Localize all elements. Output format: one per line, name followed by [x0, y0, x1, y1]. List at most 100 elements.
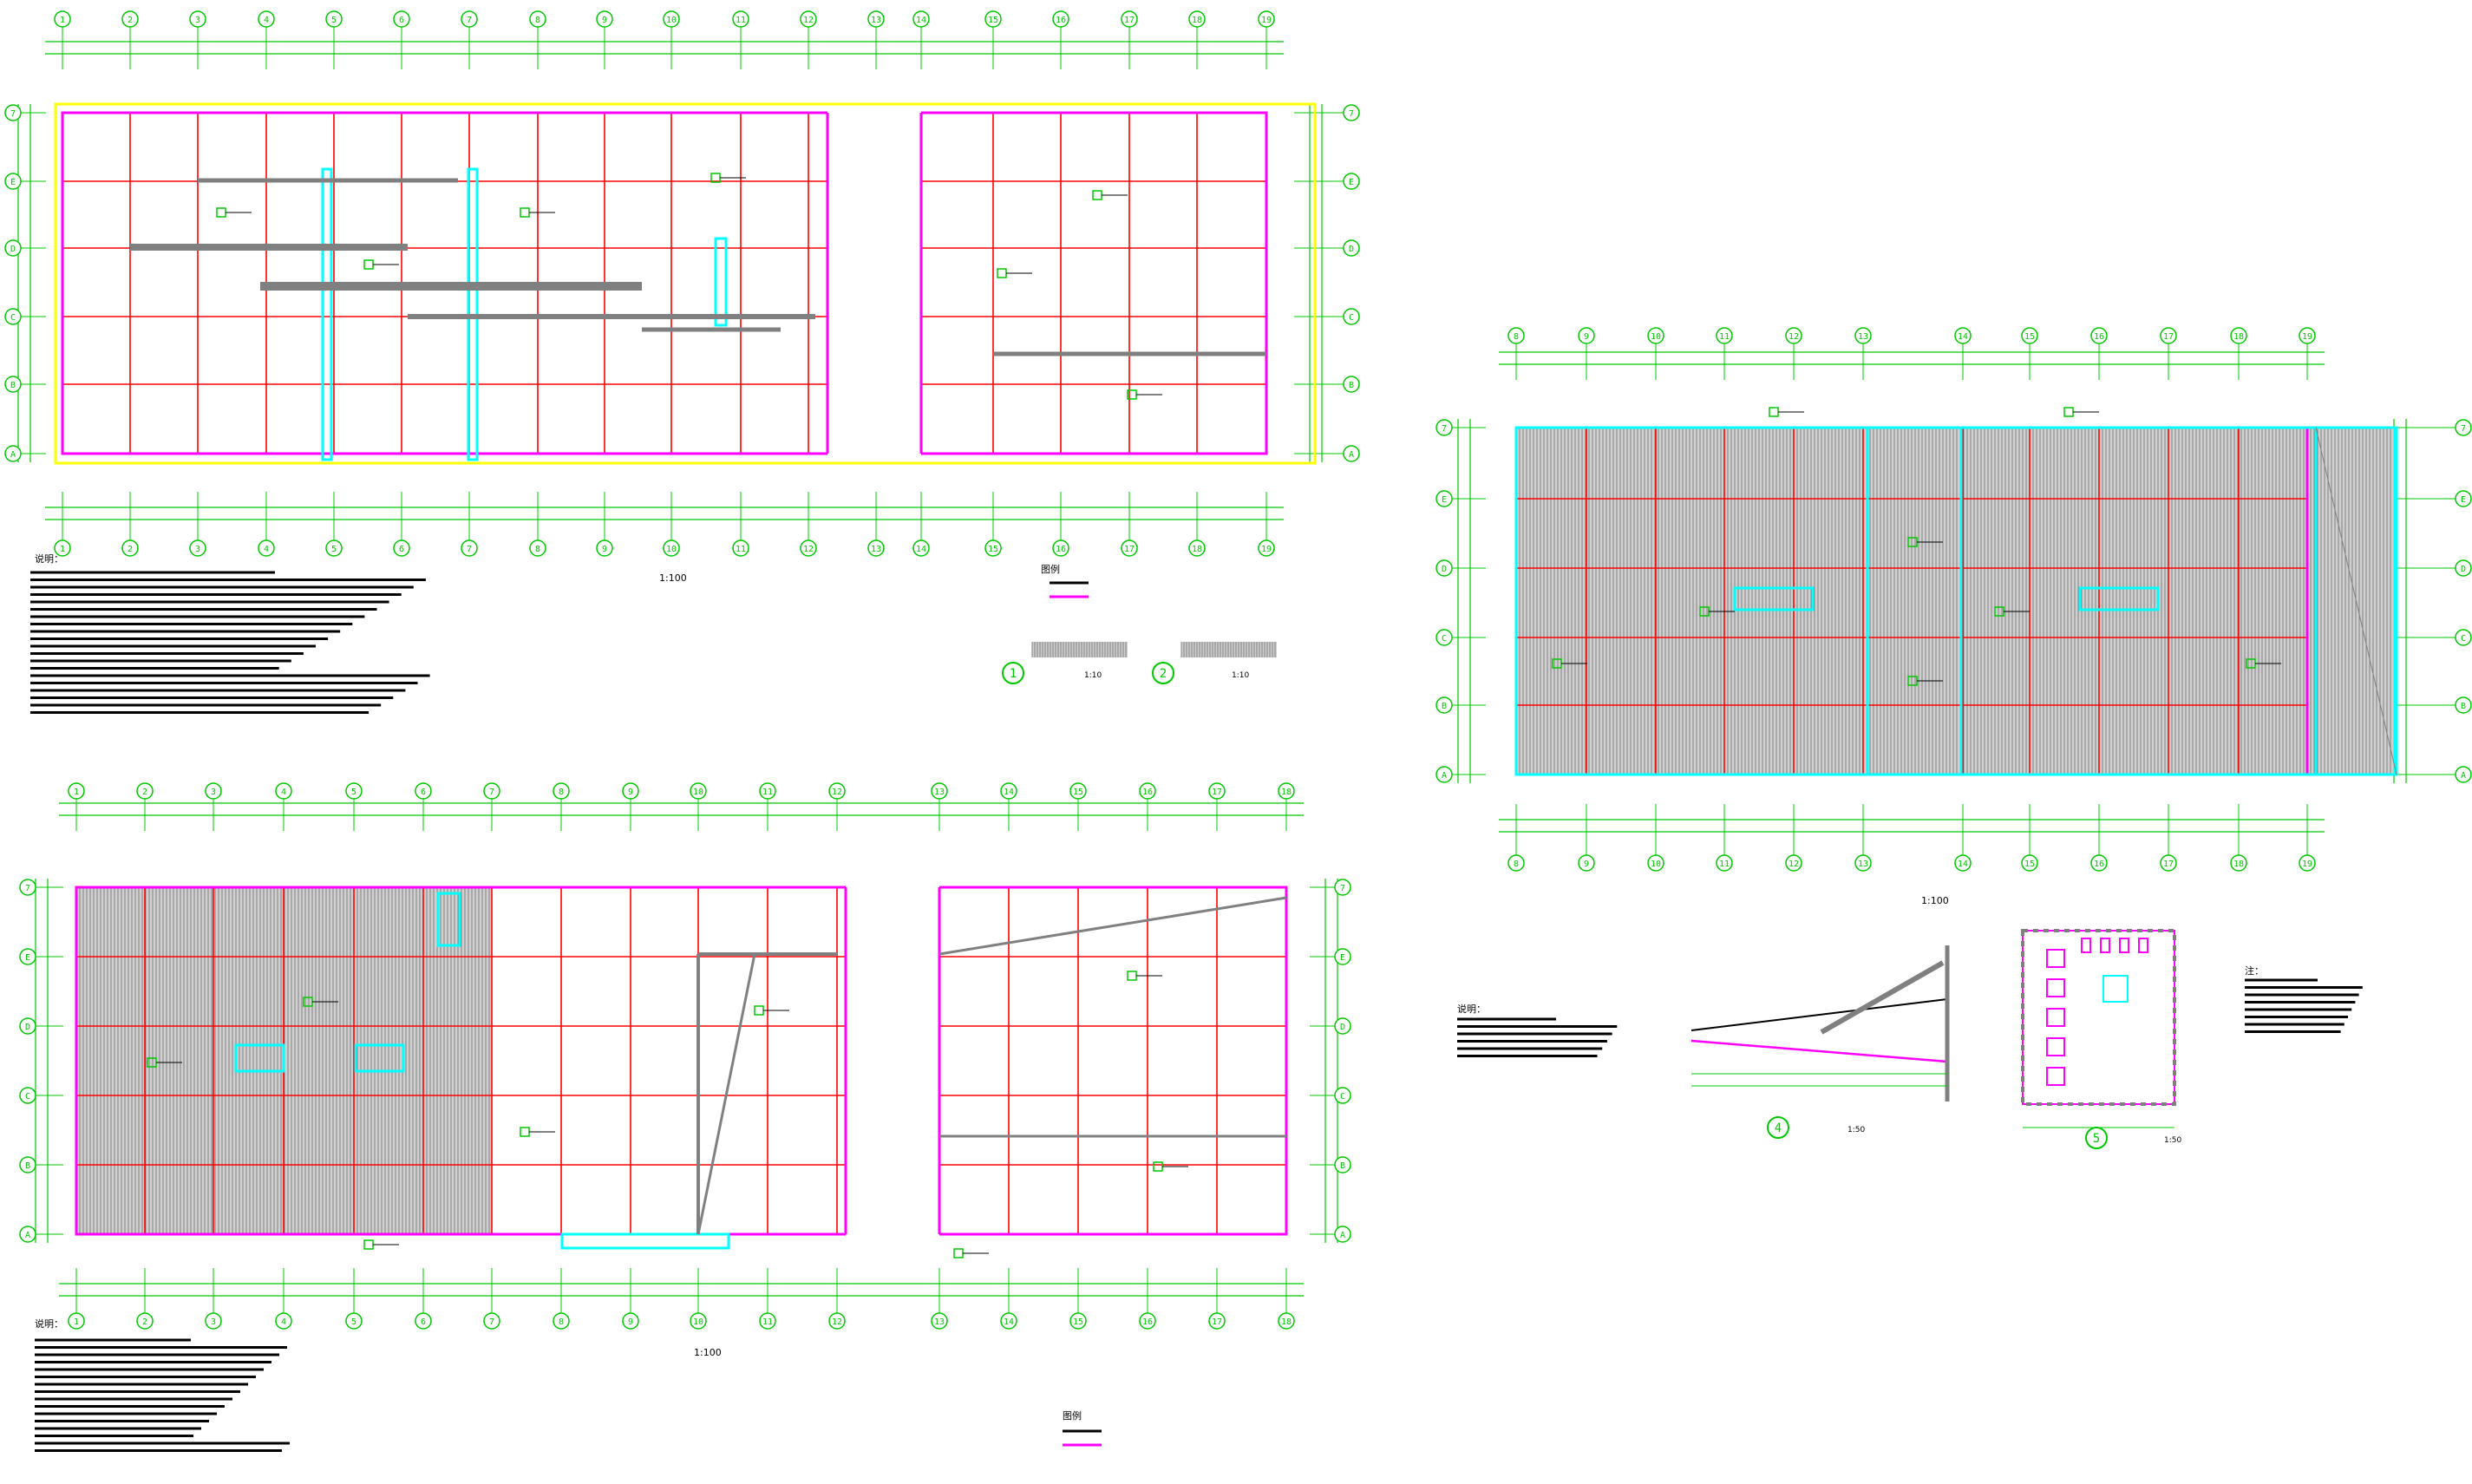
axis-bubble-circle — [828, 782, 846, 800]
axis-bubble-circle — [1854, 854, 1872, 872]
axis-bubble-label: 8 — [535, 16, 540, 25]
axis-bubble-circle — [483, 782, 500, 800]
axis-bubble-label: B — [1349, 381, 1354, 390]
detail5-notes-heading: 注： — [2245, 964, 2264, 977]
axis-bubble-circle — [1716, 854, 1733, 872]
axis-bubble-label: 2 — [142, 788, 147, 797]
axis-bubble-circle — [345, 782, 363, 800]
axis-bubble-circle — [828, 1312, 846, 1330]
axis-bubble-circle — [931, 782, 948, 800]
axis-bubble-circle — [2021, 327, 2038, 344]
axis-bubble-circle — [68, 782, 85, 800]
highlight-element — [354, 1043, 405, 1073]
fixture — [2100, 938, 2110, 953]
axis-bubble-label: 6 — [421, 788, 426, 797]
highlight-element — [436, 892, 461, 947]
axis-bubble-circle — [4, 239, 22, 257]
axis-bubble-circle — [800, 10, 817, 28]
axis-bubble-circle — [54, 10, 71, 28]
equipment-line — [2315, 427, 2397, 775]
axis-bubble-label: 16 — [2094, 860, 2104, 869]
detail-1-bubble: 1 1:10 — [1002, 662, 1102, 684]
axis-bubble-circle — [205, 782, 222, 800]
axis-bubble-circle — [19, 1017, 36, 1035]
detail-4-brace — [1820, 960, 1945, 1035]
highlight-element — [714, 237, 728, 327]
axis-bubble-label: D — [25, 1023, 30, 1032]
axis-bubble-label: A — [1349, 450, 1354, 460]
axis-bubble-label: C — [2461, 634, 2466, 644]
tag-marker — [2063, 407, 2074, 417]
axis-bubble-label: 7 — [1349, 109, 1354, 119]
axis-bubble-circle — [1578, 327, 1595, 344]
axis-bubble-circle — [258, 539, 275, 557]
axis-bubble-label: 9 — [628, 1317, 633, 1327]
axis-bubble-label: 11 — [736, 16, 746, 25]
axis-bubble-label: E — [1340, 953, 1345, 963]
axis-bubble-circle — [732, 10, 749, 28]
axis-bubble-label: 9 — [602, 545, 607, 554]
axis-bubble-circle — [136, 1312, 154, 1330]
axis-bubble-circle — [1435, 629, 1453, 646]
plan-1-ground-floor: 1122334455667788991010111112121313141415… — [4, 10, 1360, 557]
axis-bubble-circle — [1052, 539, 1069, 557]
axis-bubble-label: B — [2461, 702, 2466, 711]
axis-bubble-label: C — [1340, 1092, 1345, 1102]
axis-bubble-circle — [1343, 173, 1360, 190]
axis-bubble-label: 6 — [399, 545, 404, 554]
highlight-element — [1733, 586, 1815, 611]
fixture — [2046, 1008, 2065, 1027]
axis-bubble-circle — [1139, 1312, 1156, 1330]
axis-bubble-label: 17 — [1124, 545, 1135, 554]
axis-bubble-label: 15 — [1073, 1317, 1083, 1327]
axis-bubble-circle — [1507, 854, 1525, 872]
axis-bubble-circle — [415, 782, 432, 800]
tag-marker — [520, 1127, 530, 1137]
detail-1-section — [1031, 642, 1128, 657]
axis-bubble-circle — [759, 1312, 776, 1330]
axis-bubble-circle — [461, 10, 478, 28]
axis-bubble-label: 13 — [871, 545, 881, 554]
axis-bubble-circle — [1334, 948, 1351, 965]
axis-bubble-circle — [275, 782, 292, 800]
axis-bubble-circle — [931, 1312, 948, 1330]
axis-bubble-circle — [4, 445, 22, 462]
axis-bubble-circle — [1578, 854, 1595, 872]
axis-bubble-circle — [1435, 766, 1453, 783]
axis-bubble-label: 1 — [60, 16, 65, 25]
axis-bubble-label: 7 — [489, 1317, 494, 1327]
axis-bubble-circle — [2090, 327, 2108, 344]
plan1-legend-heading: 图例 — [1041, 563, 1060, 575]
detail-2-bubble: 2 1:10 — [1152, 662, 1249, 684]
axis-bubble-label: 7 — [2461, 424, 2466, 434]
axis-bubble-label: D — [1442, 565, 1447, 574]
axis-bubble-label: 12 — [1789, 332, 1799, 342]
axis-bubble-circle — [393, 10, 410, 28]
section-gap — [846, 884, 939, 1238]
axis-bubble-circle — [461, 539, 478, 557]
tag-marker — [997, 268, 1007, 278]
axis-bubble-label: 9 — [1584, 860, 1589, 869]
axis-bubble-circle — [1000, 1312, 1017, 1330]
axis-bubble-circle — [1785, 854, 1802, 872]
axis-bubble-label: 17 — [2163, 332, 2174, 342]
highlight-element — [234, 1043, 285, 1073]
axis-bubble-label: 17 — [1212, 788, 1222, 797]
axis-bubble-circle — [2230, 854, 2247, 872]
axis-bubble-label: 4 — [264, 16, 269, 25]
axis-bubble-circle — [1139, 782, 1156, 800]
axis-bubble-label: 10 — [693, 788, 703, 797]
axis-bubble-circle — [1334, 1156, 1351, 1173]
axis-bubble-label: C — [1442, 634, 1447, 644]
axis-bubble-label: 3 — [211, 788, 216, 797]
highlight-element — [2078, 586, 2160, 611]
axis-bubble-circle — [415, 1312, 432, 1330]
axis-bubble-label: E — [10, 178, 16, 187]
axis-bubble-label: 2 — [128, 16, 133, 25]
axis-bubble-circle — [1954, 854, 1972, 872]
axis-bubble-circle — [1121, 10, 1138, 28]
axis-bubble-label: 3 — [211, 1317, 216, 1327]
detail-5-number: 5 — [2093, 1132, 2100, 1146]
